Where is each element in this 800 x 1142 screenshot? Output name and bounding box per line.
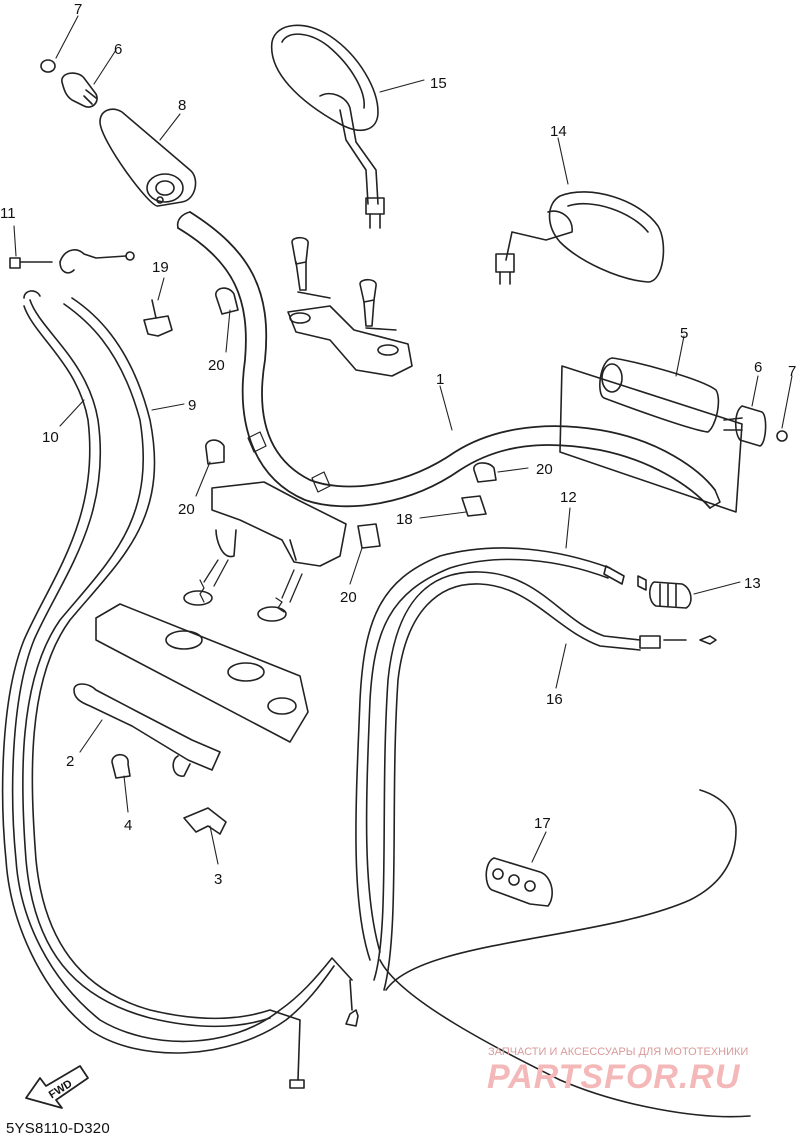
mirror-right	[495, 191, 665, 285]
callout-2: 2	[66, 753, 74, 770]
choke-cable	[373, 571, 737, 991]
cable-adjuster	[637, 575, 692, 609]
callout-20d: 20	[340, 589, 357, 606]
callout-9: 9	[188, 397, 196, 414]
diagram-code: 5YS8110-D320	[6, 1120, 110, 1137]
callout-7b: 7	[788, 363, 796, 380]
wire-clamp	[143, 299, 173, 337]
lower-handlebar-holder	[183, 481, 347, 622]
mirror-left	[270, 24, 385, 229]
right-grip	[559, 357, 743, 513]
callout-20b: 20	[178, 501, 195, 518]
fwd-arrow-icon	[25, 1065, 89, 1109]
callout-6b: 6	[754, 359, 762, 376]
bracket	[73, 683, 221, 777]
callout-16: 16	[546, 691, 563, 708]
upper-handlebar-holder	[287, 236, 413, 377]
cable-guide	[485, 857, 553, 907]
callout-10: 10	[42, 429, 59, 446]
switch-wire	[9, 249, 135, 274]
clutch-cable	[355, 547, 751, 1118]
bar-end-weight-right	[723, 405, 788, 447]
watermark-tagline: ЗАПЧАСТИ И АКСЕССУАРЫ ДЛЯ МОТОТЕХНИКИ	[488, 1046, 749, 1058]
callout-1: 1	[436, 371, 444, 388]
callout-19: 19	[152, 259, 169, 276]
watermark-logo: PARTSFOR.RU	[487, 1058, 741, 1096]
callout-20c: 20	[536, 461, 553, 478]
callout-labels: 7 6 8 15 14 5 6 7 1 11 19 20 20 20 18 20…	[0, 1, 796, 1101]
cable-clip	[111, 753, 131, 779]
callout-4: 4	[124, 817, 132, 834]
left-grip	[99, 108, 197, 207]
callout-5: 5	[680, 325, 688, 342]
bar-end-weight-left	[40, 59, 98, 108]
callout-17: 17	[534, 815, 551, 832]
callout-12: 12	[560, 489, 577, 506]
callout-8: 8	[178, 97, 186, 114]
handlebar	[176, 211, 721, 509]
cable-clip-band	[183, 807, 227, 835]
callout-11: 11	[0, 205, 16, 222]
callout-leaders	[13, 15, 793, 865]
callout-6a: 6	[114, 41, 122, 58]
callout-14: 14	[550, 123, 567, 140]
callout-13: 13	[744, 575, 761, 592]
callout-18: 18	[396, 511, 413, 528]
clamp-plate	[95, 603, 309, 743]
callout-20a: 20	[208, 357, 225, 374]
callout-15: 15	[430, 75, 447, 92]
cable-clamp	[205, 287, 497, 549]
throttle-cable-10	[1, 290, 359, 1054]
callout-7a: 7	[74, 1, 82, 18]
callout-3: 3	[214, 871, 222, 888]
throttle-cable-9	[21, 297, 305, 1089]
